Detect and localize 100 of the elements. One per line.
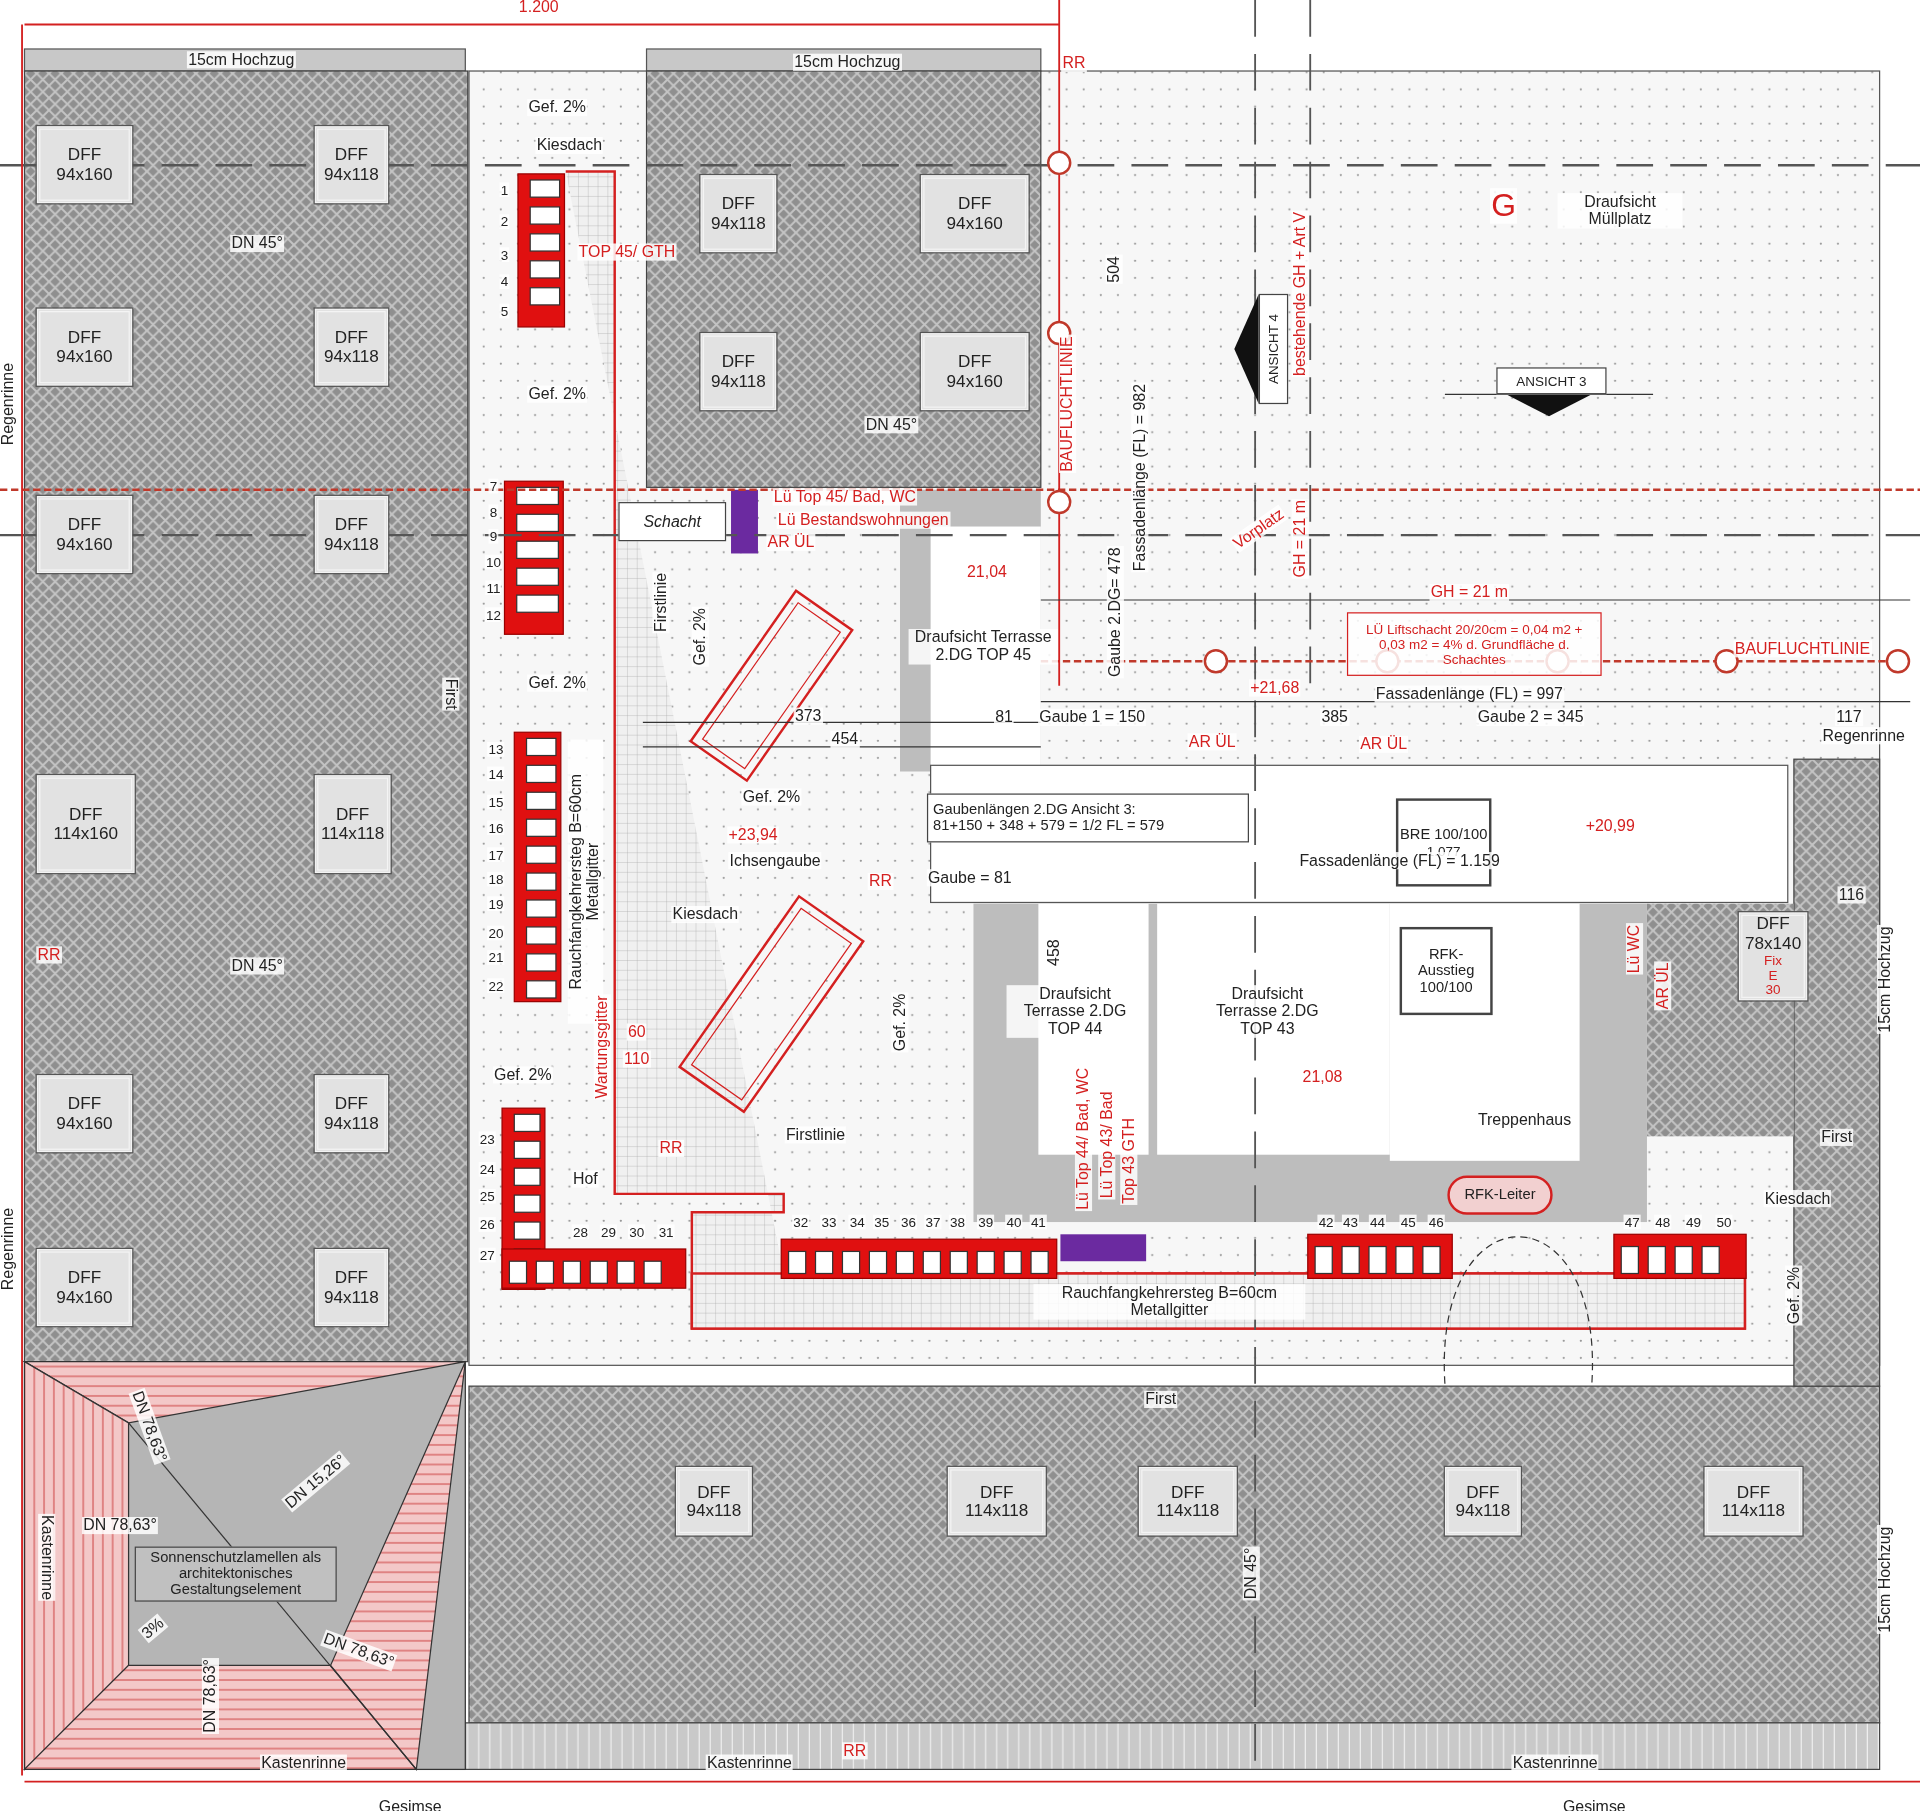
plan-label: Gef. 2% [891,992,909,1053]
plan-label: G [1490,188,1518,224]
plan-label: DN 78,63° [201,1657,220,1734]
plan-label: Kiesdach [671,905,740,924]
chimney-number: 42 [1317,1214,1335,1230]
skylight-box: DFF 94x118 [314,126,389,204]
chimney-number: 41 [1029,1214,1048,1230]
skylight-box: DFF 94x118 [1444,1466,1521,1536]
plan-label: 117 [1835,708,1863,727]
chimney-number: 16 [487,820,505,836]
skylight-box: DFF 94x160 [36,1075,133,1153]
chimney-number: 24 [478,1162,497,1177]
plan-label: Fassadenlänge (FL) = 982 [1131,382,1149,573]
note-box: LÜ Liftschacht 20/20cm = 0,04 m2 + 0,03 m2 = 4% d. Grundfläche d. Schachtes [1346,612,1602,676]
plan-label: RR [842,1742,868,1760]
chimney-number: 9 [488,528,499,544]
skylight-box: DFF 94x118 [314,1075,389,1153]
view-marker: ANSICHT 3 [1496,367,1607,395]
chimney-number: 29 [599,1224,618,1240]
note-box: Sonnenschutzlamellen als architektonisches Gestaltungselement [134,1546,337,1602]
chimney-number: 33 [820,1214,838,1230]
plan-label: Ichsengaube [728,852,822,870]
chimney-number: 39 [977,1214,995,1230]
chimney-number: 13 [487,742,505,757]
skylight-box: DFF 94x118 [700,333,777,411]
chimney-number: 5 [499,303,510,319]
plan-label: Gef. 2% [691,606,710,667]
chimney-number: 45 [1399,1214,1417,1230]
plan-label: 21,04 [965,563,1009,581]
chimney-number: 25 [478,1188,497,1204]
plan-label: Kiesdach [535,136,604,155]
plan-label: Gef. 2% [527,385,588,404]
chimney-number: 44 [1368,1214,1387,1230]
view-marker: ANSICHT 4 [1258,293,1289,405]
plan-label: +23,94 [727,826,779,844]
skylight-box: DFF 94x160 [36,126,133,204]
chimney-number: 34 [848,1214,866,1230]
plan-label: Gaube 2 = 345 [1476,708,1585,727]
plan-label: Firstlinie [784,1126,847,1144]
skylight-box: DFF 94x118 [314,308,389,386]
chimney-number: 37 [924,1214,942,1230]
plan-label: Lü Top 43/ Bad [1098,1090,1116,1200]
plan-label: 110 [622,1050,651,1068]
chimney-number: 11 [485,580,502,596]
plan-label: RR [36,946,62,964]
plan-label: +21,68 [1248,679,1301,697]
skylight-box: DFF 114x160 [36,775,135,874]
plan-label: 454 [830,730,860,749]
plan-label: 373 [793,707,823,726]
plan-label: AR ÜL [1187,733,1237,751]
chimney-number: 49 [1684,1214,1703,1230]
plan-label: Regenrinne [0,361,18,447]
plan-label: 15cm Hochzug [1877,1525,1895,1634]
plan-label: Lü Bestandswohnungen [776,511,950,530]
plan-label: First [1144,1390,1178,1409]
chimney-number: 27 [478,1247,497,1263]
plan-label: Draufsicht Terrasse 2.DG TOP 45 [908,629,1058,665]
chimney-number: 14 [487,766,505,782]
plan-label: Gaube 1 = 150 [1038,708,1147,727]
chimney-number: 40 [1005,1214,1023,1230]
plan-label: 15cm Hochzug [793,53,902,72]
plan-label: GH = 21 m [1291,498,1310,579]
plan-label: Kastenrinne [1511,1754,1599,1773]
plan-label: Regenrinne [1821,727,1907,745]
plan-label: BAUFLUCHTLINIE [1733,640,1872,658]
plan-label: bestehende GH + Art V [1291,210,1310,378]
plan-label: 116 [1837,886,1866,904]
chimney-number: 35 [872,1214,891,1230]
skylight-box: DFF 94x160 [920,175,1029,253]
plan-label: Lü Top 44/ Bad, WC [1074,1066,1093,1212]
chimney-number: 22 [487,978,505,994]
plan-label: DN 78,63° [81,1516,159,1535]
plan-label: Gef. 2% [1785,1265,1803,1326]
plan-label: Fassadenlänge (FL) = 997 [1374,685,1565,704]
plan-label: AR ÜL [1359,735,1409,754]
plan-label: 385 [1320,708,1350,727]
plan-label: Treppenhaus [1476,1111,1573,1130]
skylight-box: DFF 94x160 [36,495,133,574]
plan-label: Gaube 2.DG= 478 [1106,546,1125,679]
chimney-number: 7 [488,478,499,494]
plan-label: Gef. 2% [527,99,588,117]
chimney-number: 15 [487,794,505,810]
chimney-number: 12 [484,607,503,623]
plan-label: Gef. 2% [492,1066,553,1084]
plan-label: 21,08 [1301,1068,1344,1087]
plan-label: Hof [571,1170,599,1188]
plan-label: RR [1061,54,1087,73]
plan-label: Kiesdach [1763,1190,1832,1208]
shaft-box: Schacht [618,502,727,542]
chimney-number: 38 [948,1214,967,1230]
plan-label: TOP 45/ GTH [577,243,677,261]
chimney-number: 20 [487,925,505,941]
plan-label: Kastenrinne [259,1754,348,1773]
chimney-number: 1 [499,182,510,198]
plan-label: Kastenrinne [705,1754,794,1773]
plan-label: DN 45° [230,234,285,253]
skylight-box: DFF 94x160 [36,308,133,386]
chimney-number: 10 [484,554,503,570]
skylight-box: DFF 94x118 [314,495,389,574]
roof-hatch-box: RFK-Ausstieg 100/100 [1399,926,1493,1016]
